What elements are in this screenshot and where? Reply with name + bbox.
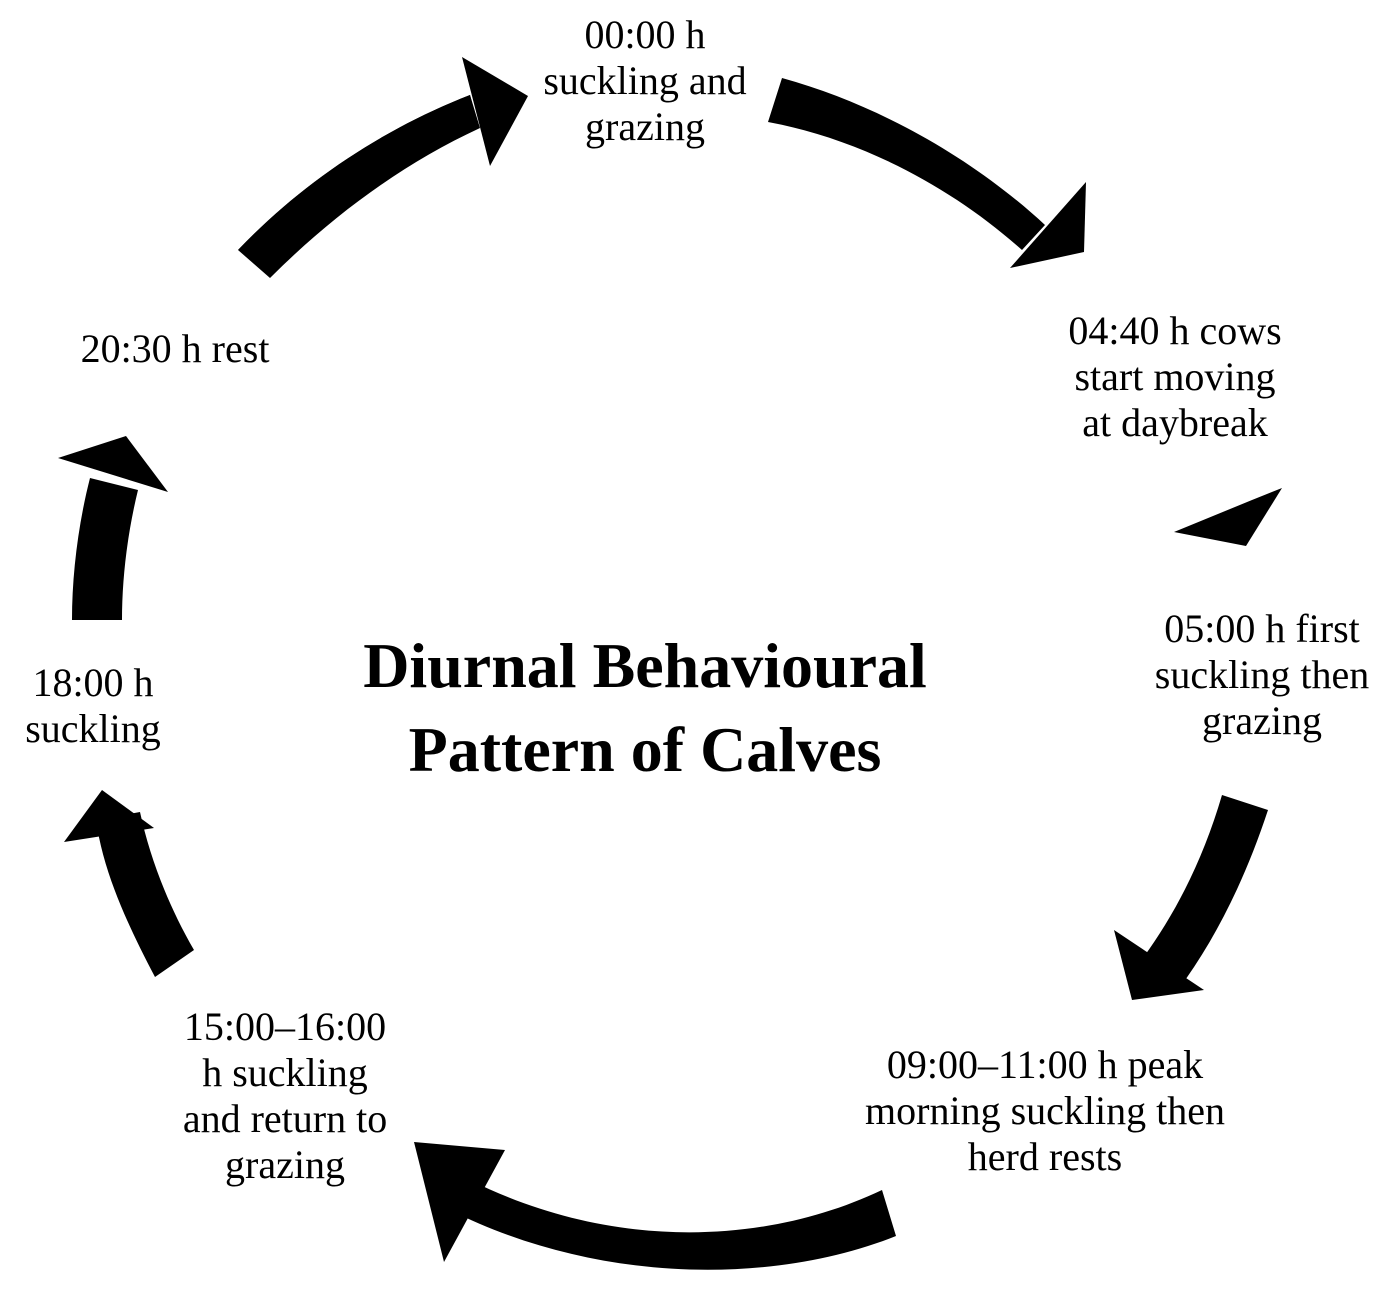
stage-morning-peak-line2: morning suckling then [865,1088,1225,1133]
stage-label-evening: 18:00 h suckling [8,660,178,752]
stage-label-daybreak: 04:40 h cows start moving at daybreak [1030,308,1320,446]
stage-label-morning-peak: 09:00–11:00 h peak morning suckling then… [835,1042,1255,1180]
arrow-rest-to-midnight [238,57,528,278]
diagram-title-line2: Pattern of Calves [408,714,882,785]
arrow-first-suckling-to-morning [1114,795,1268,1000]
diagram-title: Diurnal Behavioural Pattern of Calves [300,624,990,792]
stage-first-suckling-line1: 05:00 h first [1164,606,1360,651]
stage-daybreak-line2: start moving [1074,354,1276,399]
stage-evening-line2: suckling [25,706,161,751]
stage-midnight-line2: suckling and [543,58,747,103]
stage-daybreak-line1: 04:40 h cows [1068,308,1282,353]
arrow-evening-to-rest [58,436,168,620]
stage-afternoon-line2: h suckling [202,1050,368,1095]
stage-rest-line1: 20:30 h rest [80,326,270,371]
stage-afternoon-line3: and return to [182,1096,388,1141]
stage-label-afternoon: 15:00–16:00 h suckling and return to gra… [160,1004,410,1188]
stage-afternoon-line4: grazing [225,1142,345,1187]
arrow-midnight-to-daybreak [768,78,1086,268]
arrow-afternoon-to-evening [64,790,194,977]
diagram-title-line1: Diurnal Behavioural [363,630,927,701]
stage-first-suckling-line2: suckling then [1154,652,1370,697]
stage-midnight-line3: grazing [585,104,705,149]
stage-morning-peak-line3: herd rests [967,1134,1123,1179]
stage-daybreak-line3: at daybreak [1082,400,1268,445]
stage-label-first-suckling: 05:00 h first suckling then grazing [1136,606,1388,744]
stage-midnight-line1: 00:00 h [584,12,706,57]
arrow-daybreak-to-first-suckling [1174,488,1282,546]
stage-label-midnight: 00:00 h suckling and grazing [520,12,770,150]
arrow-morning-to-afternoon [414,1142,896,1270]
stage-afternoon-line1: 15:00–16:00 [183,1004,387,1049]
stage-first-suckling-line3: grazing [1202,698,1322,743]
stage-label-rest: 20:30 h rest [50,326,300,372]
stage-morning-peak-line1: 09:00–11:00 h peak [886,1042,1204,1087]
stage-evening-line1: 18:00 h [32,660,154,705]
